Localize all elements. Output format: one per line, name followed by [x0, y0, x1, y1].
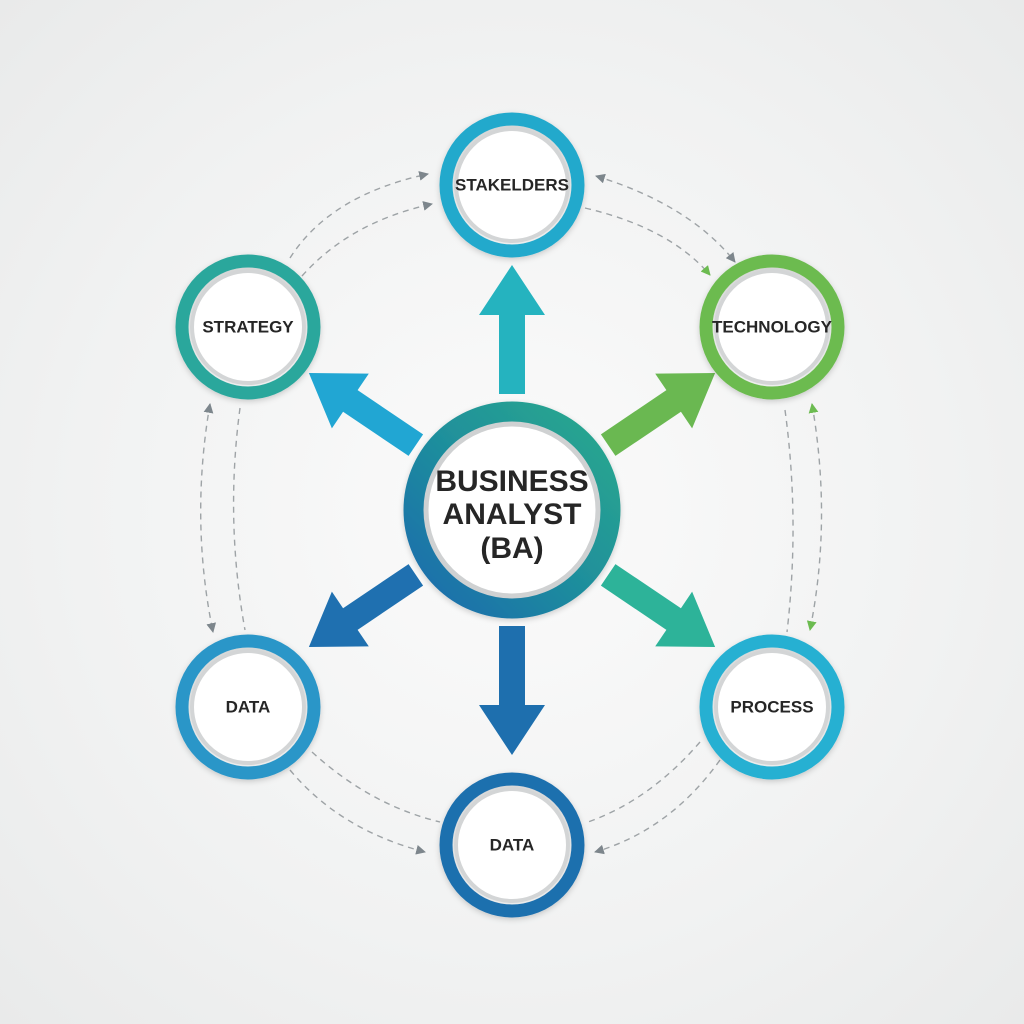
node-label: TECHNOLOGY [712, 317, 833, 336]
node-label: STRATEGY [202, 317, 294, 336]
arrow-to-process [600, 564, 716, 648]
node-ring [439, 772, 585, 918]
node-inner [190, 269, 306, 385]
node-inner [714, 269, 830, 385]
center-node [403, 401, 621, 619]
node-stakelders-0: STAKELDERS [439, 112, 585, 258]
node-inner [454, 127, 570, 243]
center-label-line-3: (BA) [480, 532, 543, 565]
node-technology-2: TECHNOLOGY [699, 254, 845, 400]
node-data-3: DATA [175, 634, 321, 780]
dashed-connectors [200, 171, 823, 855]
arrow-to-stakelders [479, 265, 545, 394]
node-inner [454, 787, 570, 903]
node-ring [439, 112, 585, 258]
node-ring [175, 254, 321, 400]
center-label-line-1: BUSINESS [435, 465, 588, 498]
node-inner [714, 649, 830, 765]
center-label-line-2: ANALYST [443, 498, 582, 531]
node-label: DATA [490, 835, 535, 854]
arrow-to-data [308, 564, 424, 648]
node-ring [699, 254, 845, 400]
node-label: PROCESS [730, 697, 813, 716]
node-inner [190, 649, 306, 765]
node-strategy-1: STRATEGY [175, 254, 321, 400]
arrow-to-strategy [308, 372, 424, 456]
node-ring [699, 634, 845, 780]
node-label: STAKELDERS [455, 175, 569, 194]
node-label: DATA [226, 697, 271, 716]
node-data-5: DATA [439, 772, 585, 918]
arrow-to-technology [600, 372, 716, 456]
arrow-to-data [479, 626, 545, 755]
node-process-4: PROCESS [699, 634, 845, 780]
node-ring [175, 634, 321, 780]
